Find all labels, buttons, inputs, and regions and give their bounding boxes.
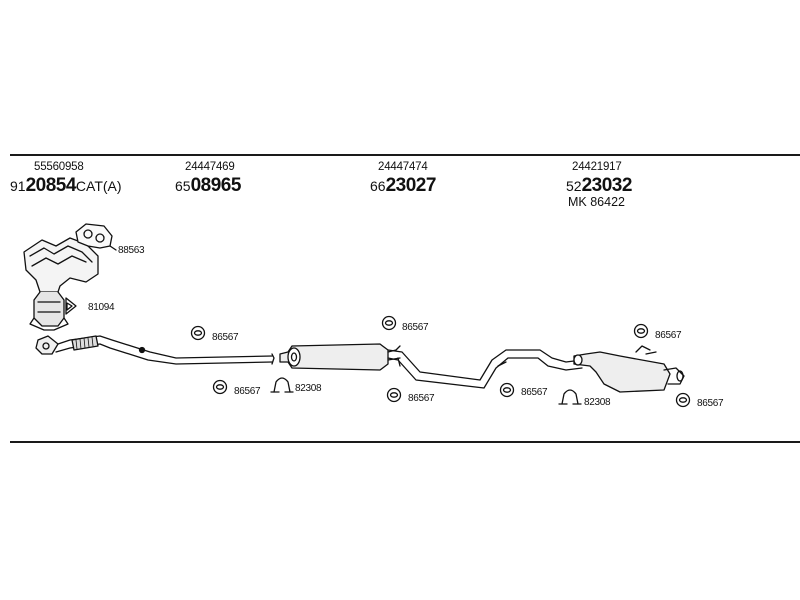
label-hanger-6: 86567 [655,330,682,341]
part-prefix-3: 66 [370,178,386,194]
label-ring-gasket: 81094 [88,302,115,313]
bottom-rule [10,441,800,443]
label-hanger-3: 86567 [402,322,429,333]
rubber-hanger-2 [212,379,228,395]
part-bold-1: 20854 [25,175,77,196]
pipe-clamp-1 [270,377,294,393]
part-number-top-3: 24447474 [378,161,428,173]
center-silencer [279,343,401,371]
pipe-clamp-2 [558,389,582,405]
part-bold-3: 23027 [385,175,437,196]
front-pipe [35,335,275,365]
rear-silencer [573,345,685,393]
rubber-hanger-3 [381,315,397,331]
rubber-hanger-7 [675,392,691,408]
label-hanger-5: 86567 [521,387,548,398]
label-hanger-4: 86567 [408,393,435,404]
rubber-hanger-4 [386,387,402,403]
manifold-gasket [75,223,117,251]
part-number-top-1: 55560958 [34,161,84,173]
rubber-hanger-5 [499,382,515,398]
ring-gasket [65,297,77,315]
part-number-main-3: 6623027 [370,175,436,197]
part-prefix-1: 91 [10,178,26,194]
rubber-hanger-1 [190,325,206,341]
label-clamp-2: 82308 [584,397,611,408]
part-prefix-4: 52 [566,178,582,194]
part-prefix-2: 65 [175,178,191,194]
label-clamp-1: 82308 [295,383,322,394]
rubber-hanger-6 [633,323,649,339]
mounting-kit-number: MK 86422 [568,195,625,209]
label-hanger-7: 86567 [697,398,724,409]
part-number-main-2: 6508965 [175,175,241,197]
part-number-main-1: 9120854CAT(A) [10,175,122,197]
label-hanger-2: 86567 [234,386,261,397]
part-bold-2: 08965 [190,175,242,196]
label-hanger-1: 86567 [212,332,239,343]
part-number-top-4: 24421917 [572,161,622,173]
part-number-main-4: 5223032 [566,175,632,197]
top-rule [10,154,800,156]
part-number-top-2: 24447469 [185,161,235,173]
intermediate-pipe [387,349,583,389]
part-suffix-1: CAT(A) [75,178,122,194]
part-bold-4: 23032 [581,175,633,196]
exhaust-manifold-catalyst [23,237,99,331]
label-manifold-gasket: 88563 [118,245,145,256]
